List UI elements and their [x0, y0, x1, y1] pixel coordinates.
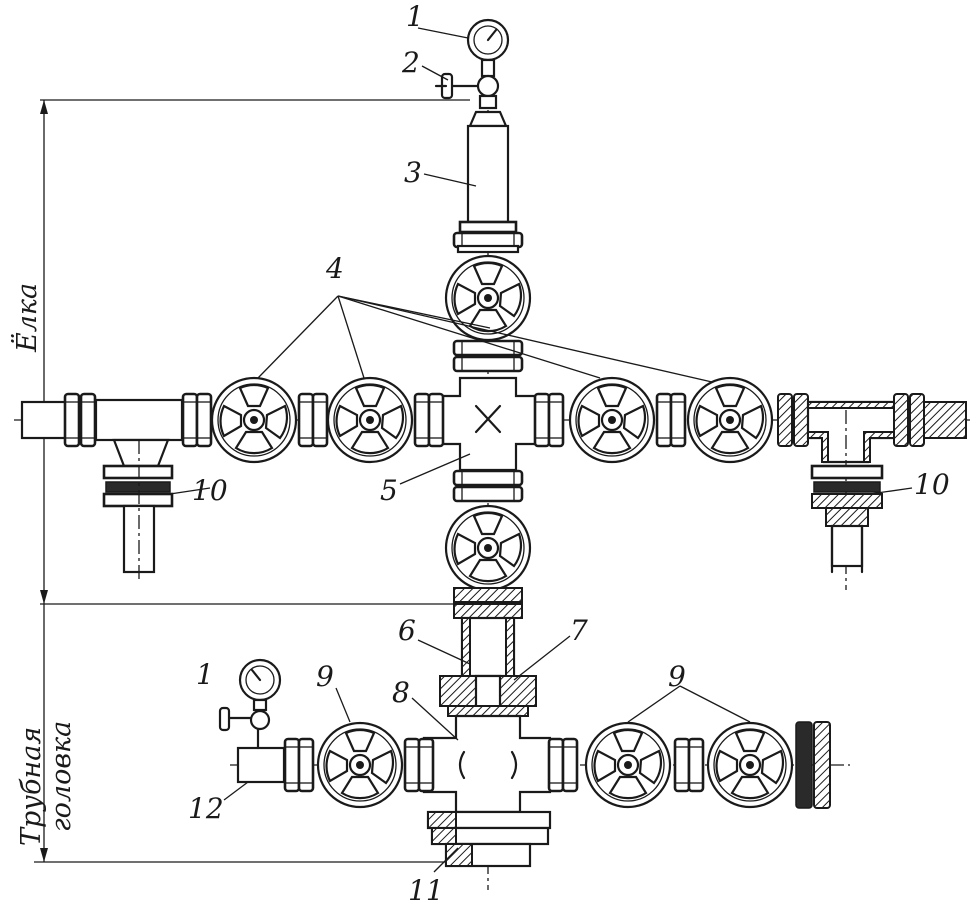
label-1-top: 1 — [406, 0, 424, 33]
casing-head-flange — [426, 810, 552, 868]
label-2: 2 — [401, 46, 420, 79]
flange-right-2 — [547, 392, 565, 448]
label-10-left: 10 — [192, 474, 228, 507]
valve-wheel-left-outer[interactable] — [210, 376, 298, 464]
label-8: 8 — [392, 676, 410, 709]
right-choke-assembly — [810, 464, 884, 574]
pressure-gauge-lower — [218, 658, 282, 732]
flange-lower-left-2 — [297, 737, 315, 793]
flange-left-2 — [195, 392, 213, 448]
valve-wheel-lower-right-outer[interactable] — [706, 721, 794, 809]
left-branch-pipe — [20, 392, 184, 468]
flange-lower-right-3 — [673, 737, 691, 793]
label-5: 5 — [380, 474, 398, 507]
flange-left-1 — [181, 392, 199, 448]
tubing-head-cross — [422, 714, 552, 814]
tubing-head-dimension-line — [34, 604, 460, 863]
flange-mid-2 — [452, 485, 524, 503]
left-choke-assembly — [102, 440, 174, 580]
elka-dimension-line — [40, 99, 470, 605]
flange-top-1 — [452, 231, 524, 249]
label-9-left: 9 — [316, 660, 334, 693]
cross-fitting — [438, 376, 540, 472]
flange-mid-1 — [452, 469, 524, 487]
flange-lower-left-4 — [417, 737, 435, 793]
flange-lower-right-2 — [561, 737, 579, 793]
lower-right-end-flange — [795, 721, 831, 809]
flange-lower-left-1 — [283, 737, 301, 793]
flange-left-4 — [311, 392, 329, 448]
flange-lower-left-3 — [403, 737, 421, 793]
label-9-right: 9 — [668, 660, 686, 693]
label-10-right: 10 — [914, 468, 950, 501]
valve-wheel-lower-left[interactable] — [316, 721, 404, 809]
valve-wheel-lower-right-inner[interactable] — [584, 721, 672, 809]
flange-lower-right-1 — [547, 737, 565, 793]
flange-right-1 — [533, 392, 551, 448]
label-4: 4 — [325, 252, 344, 285]
tubing-hanger-spool — [439, 587, 537, 718]
label-11: 11 — [408, 874, 444, 907]
label-12: 12 — [188, 792, 224, 825]
flange-right-4 — [669, 392, 687, 448]
flange-right-3 — [655, 392, 673, 448]
side-label-elka: Ёлка — [10, 283, 43, 353]
leader-lines — [169, 27, 913, 873]
label-3: 3 — [404, 156, 422, 189]
flange-lower-right-4 — [687, 737, 705, 793]
label-1-lower: 1 — [196, 658, 214, 691]
pressure-gauge-top — [466, 18, 510, 110]
right-tee-section — [777, 393, 967, 590]
side-label-tubing-line2: головка — [46, 721, 77, 832]
label-6: 6 — [398, 614, 416, 647]
flange-left-5 — [413, 392, 431, 448]
label-7: 7 — [570, 614, 588, 647]
flange-left-3 — [297, 392, 315, 448]
valve-wheel-left-inner[interactable] — [326, 376, 414, 464]
valve-wheel-right-inner[interactable] — [568, 376, 656, 464]
flange-left-6 — [427, 392, 445, 448]
valve-wheel-right-outer[interactable] — [686, 376, 774, 464]
flange-top-3 — [452, 355, 524, 373]
buffer-spool — [458, 110, 518, 234]
valve-wheel-master[interactable] — [444, 504, 532, 592]
gauge-valve-top — [434, 72, 480, 100]
side-label-tubing-line1: Трубная — [16, 727, 47, 846]
